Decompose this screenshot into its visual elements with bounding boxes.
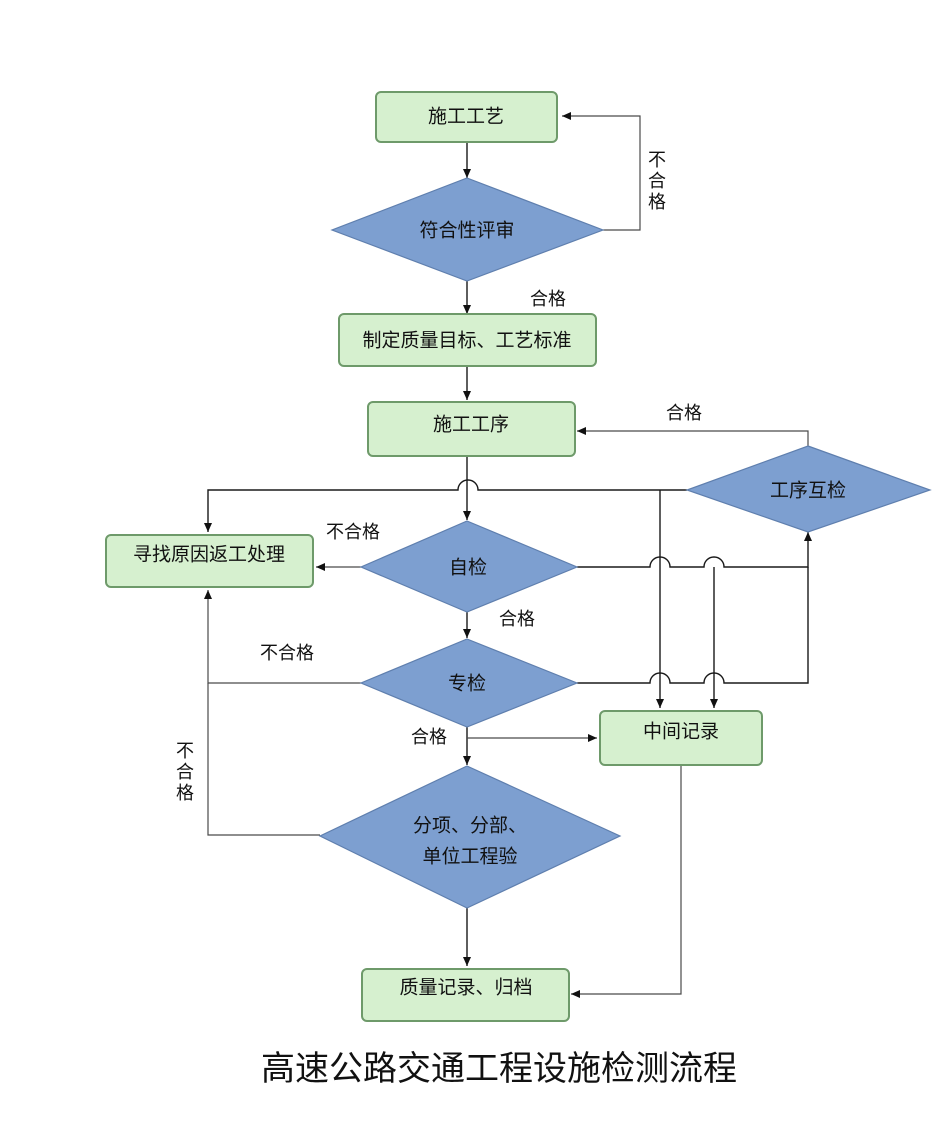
- label-self-pass: 合格: [499, 609, 535, 630]
- node-self-check-label: 自检: [449, 557, 487, 579]
- label-special-fail: 不合格: [260, 643, 314, 664]
- node-process-box: [375, 91, 558, 143]
- node-mutual-check-label: 工序互检: [770, 480, 846, 502]
- node-mutual-check-diamond: [685, 445, 932, 533]
- node-process-label: 施工工艺: [428, 106, 504, 128]
- node-self-check-diamond: [359, 520, 579, 613]
- label-review-fail-1: 不: [648, 150, 666, 171]
- diagram-title: 高速公路交通工程设施检测流程: [261, 1049, 737, 1089]
- label-acceptance-fail-3: 格: [176, 783, 194, 804]
- connector-mutual-pass-to-procedure: [577, 427, 809, 446]
- node-acceptance-label-line2: 单位工程验: [422, 846, 517, 868]
- node-procedure-label: 施工工序: [433, 414, 509, 436]
- connector-selfcheck-to-mutual: [577, 532, 812, 568]
- label-review-fail-2: 合: [648, 171, 666, 192]
- node-special-check-label: 专检: [448, 673, 486, 695]
- label-special-pass: 合格: [411, 727, 447, 748]
- connector-record-to-archive: [571, 765, 682, 998]
- connector-special-to-mutual: [577, 567, 809, 684]
- connector-review-fail-loop: [562, 112, 641, 231]
- node-rework-box: [105, 534, 314, 588]
- node-acceptance-label-line1: 分项、分部、: [413, 815, 527, 837]
- node-standards-label: 制定质量目标、工艺标准: [362, 330, 571, 352]
- label-self-fail: 不合格: [326, 522, 380, 543]
- label-acceptance-fail-2: 合: [176, 762, 194, 783]
- connector-special-fail-to-rework: [204, 590, 361, 684]
- node-archive-label: 质量记录、归档: [399, 977, 532, 999]
- label-acceptance-fail-1: 不: [176, 741, 194, 762]
- node-special-check-diamond: [359, 638, 579, 728]
- node-acceptance-diamond: [318, 765, 622, 909]
- label-review-fail-3: 格: [648, 192, 666, 213]
- node-standards-box: [338, 313, 597, 367]
- label-mutual-pass: 合格: [666, 403, 702, 424]
- label-review-pass: 合格: [530, 289, 566, 310]
- node-archive-box: [361, 968, 570, 1022]
- node-procedure-box: [367, 401, 576, 457]
- node-intermediate-record-box: [599, 710, 763, 766]
- node-rework-label: 寻找原因返工处理: [133, 544, 285, 566]
- connector-mutual-to-rework: [204, 479, 687, 532]
- connector-acceptance-fail-to-rework: [207, 683, 320, 836]
- node-intermediate-record-label: 中间记录: [643, 721, 719, 743]
- node-conformity-review-diamond: [330, 177, 605, 282]
- node-conformity-review-label: 符合性评审: [419, 220, 514, 242]
